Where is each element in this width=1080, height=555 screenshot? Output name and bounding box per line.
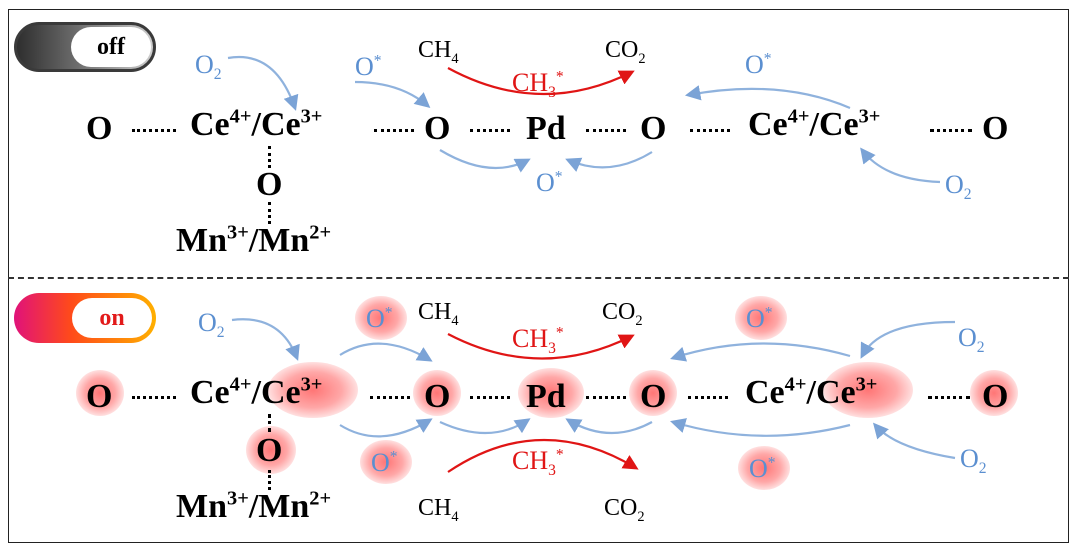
glow-ce3-bottom (268, 362, 358, 418)
bond-dots (132, 396, 176, 399)
methyl-intermediate: CH3* (512, 324, 564, 358)
panel-divider (8, 277, 1069, 279)
bond-dots (374, 129, 414, 132)
methyl-intermediate: CH3* (512, 68, 564, 102)
bond-dots-vertical (268, 146, 271, 168)
bond-dots (132, 129, 176, 132)
oxygen-site: O (424, 378, 451, 415)
ce-pair: Ce4+/Ce3+ (190, 105, 323, 143)
glow-ce3-right-bottom (823, 362, 913, 418)
active-oxygen: O* (371, 448, 398, 477)
on-toggle-label: on (72, 298, 152, 338)
glow-ostar-1 (355, 296, 407, 340)
methyl-intermediate: CH3* (512, 446, 564, 480)
oxygen-bridge: O (256, 166, 283, 203)
ce-pair: Ce4+/Ce3+ (748, 105, 881, 143)
glow-ostar-4 (738, 446, 790, 490)
oxygen-site: O (86, 378, 113, 415)
bond-dots (928, 396, 970, 399)
bond-dots-vertical (268, 414, 271, 432)
o2-molecule: O2 (198, 308, 225, 342)
methane: CH4 (418, 37, 459, 67)
diagram-frame (8, 9, 1069, 543)
oxygen-site: O (982, 378, 1009, 415)
o2-molecule: O2 (195, 50, 222, 84)
oxygen-bridge: O (256, 432, 283, 469)
bond-dots (586, 396, 626, 399)
off-toggle-label: off (71, 27, 151, 67)
pd-site: Pd (526, 378, 566, 415)
oxygen-site: O (640, 110, 667, 147)
bond-dots (470, 129, 510, 132)
o2-molecule: O2 (960, 444, 987, 478)
active-oxygen: O* (749, 454, 776, 483)
oxygen-site: O (424, 110, 451, 147)
glow-o-mid-right-bottom (629, 370, 677, 416)
bond-dots (470, 396, 510, 399)
bond-dots-vertical (268, 470, 271, 490)
glow-o-bridge-bottom (246, 426, 296, 474)
glow-pd-bottom (518, 368, 584, 418)
active-oxygen: O* (536, 168, 563, 197)
ce-pair: Ce4+/Ce3+ (190, 373, 323, 411)
active-oxygen: O* (366, 304, 393, 333)
methane: CH4 (418, 495, 459, 525)
oxygen-site: O (86, 110, 113, 147)
glow-ostar-2 (360, 440, 412, 484)
off-toggle-switch[interactable]: off (14, 22, 156, 72)
ce-pair: Ce4+/Ce3+ (745, 373, 878, 411)
bond-dots (586, 129, 626, 132)
carbon-dioxide: CO2 (604, 495, 645, 525)
active-oxygen: O* (355, 52, 382, 81)
glow-ostar-3 (735, 296, 787, 340)
oxygen-site: O (640, 378, 667, 415)
glow-o-mid-left-bottom (413, 370, 461, 416)
bond-dots (688, 396, 728, 399)
glow-o-right-bottom (970, 370, 1018, 416)
mn-pair: Mn3+/Mn2+ (176, 221, 332, 259)
o2-molecule: O2 (945, 170, 972, 204)
pd-site: Pd (526, 110, 566, 147)
methane: CH4 (418, 299, 459, 329)
active-oxygen: O* (746, 304, 773, 333)
bond-dots-vertical (268, 202, 271, 224)
carbon-dioxide: CO2 (605, 37, 646, 67)
bond-dots (930, 129, 972, 132)
glow-o-left-bottom (76, 370, 124, 416)
bond-dots (690, 129, 730, 132)
mn-pair: Mn3+/Mn2+ (176, 487, 332, 525)
o2-molecule: O2 (958, 323, 985, 357)
active-oxygen: O* (745, 50, 772, 79)
carbon-dioxide: CO2 (602, 299, 643, 329)
on-toggle-switch[interactable]: on (14, 293, 156, 343)
oxygen-site: O (982, 110, 1009, 147)
bond-dots (370, 396, 410, 399)
